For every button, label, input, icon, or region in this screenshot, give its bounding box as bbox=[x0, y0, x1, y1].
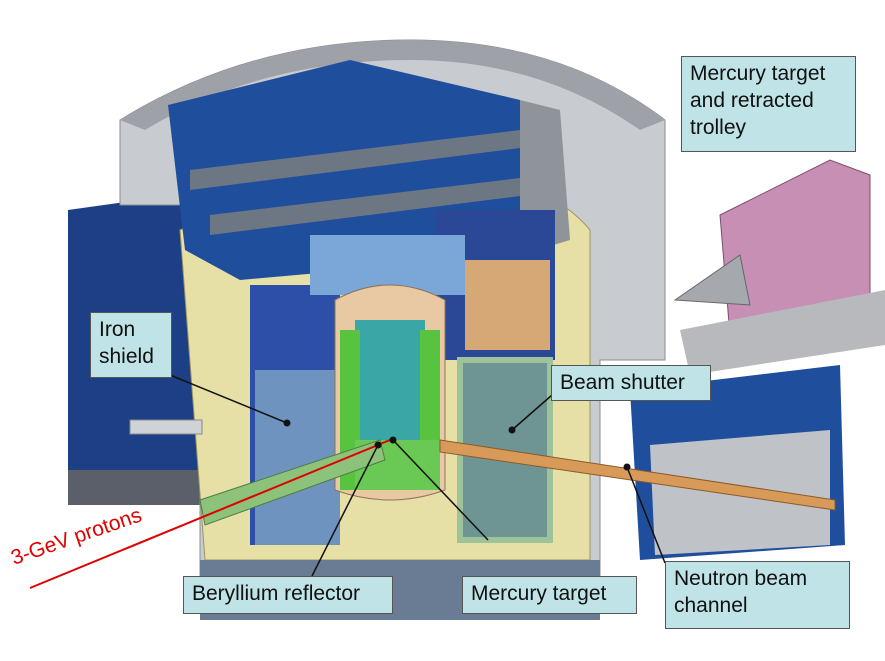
outer-concrete-top bbox=[120, 40, 665, 130]
left-pipe-stub bbox=[129, 419, 203, 435]
callout-mercury-trolley: Mercury target and retracted trolley bbox=[681, 56, 856, 152]
proton-beam-line bbox=[29, 439, 391, 589]
leader-mercury-target bbox=[392, 439, 489, 541]
leader-beam-shutter bbox=[511, 394, 553, 431]
shutter-upper bbox=[465, 260, 550, 350]
leader-iron-shield bbox=[169, 374, 288, 424]
top-shield-stripe-2 bbox=[210, 178, 520, 235]
leader-dot-beryllium bbox=[374, 441, 382, 449]
neutron-beam-pipe bbox=[439, 439, 836, 511]
leader-dot-shutter bbox=[508, 426, 516, 434]
leader-dot-iron bbox=[283, 419, 291, 427]
trolley-rails bbox=[680, 290, 885, 375]
callout-iron-shield: Iron shield bbox=[90, 312, 172, 378]
callout-mercury-target: Mercury target bbox=[462, 576, 637, 614]
callout-beam-shutter: Beam shutter bbox=[551, 365, 711, 401]
top-shield-stripe-1 bbox=[190, 130, 520, 190]
leader-beryllium bbox=[311, 444, 379, 577]
trolley-nozzle bbox=[673, 254, 751, 306]
iron-shield-block bbox=[255, 370, 340, 545]
leader-dot-mercury bbox=[389, 436, 397, 444]
callout-neutron-channel: Neutron beam channel bbox=[665, 561, 850, 629]
leader-dot-neutron bbox=[623, 463, 631, 471]
callout-beryllium-reflector: Beryllium reflector bbox=[183, 576, 393, 614]
left-shield-floor bbox=[68, 470, 200, 505]
leader-neutron-channel bbox=[626, 466, 666, 564]
